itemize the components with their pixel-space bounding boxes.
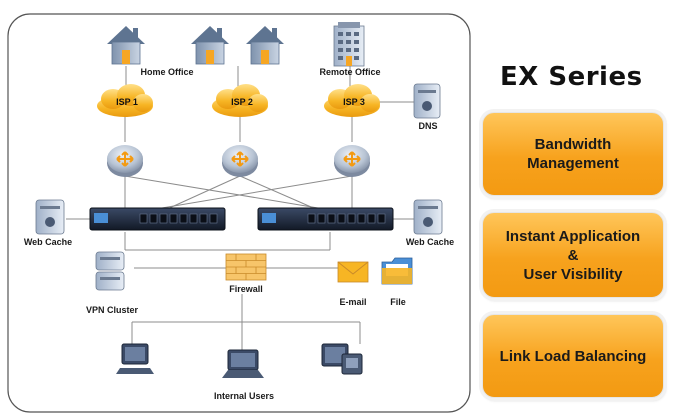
router-icon-3 (334, 145, 370, 177)
internal-users-label: Internal Users (213, 391, 275, 401)
house-icon-3 (246, 26, 284, 65)
file-label: File (390, 297, 406, 307)
dns-server-icon (413, 83, 441, 119)
isp-3-label: ISP 3 (343, 97, 365, 107)
file-folder-icon (381, 257, 413, 285)
isp-1-cloud-icon (97, 84, 153, 117)
web-cache-right-label: Web Cache (405, 237, 455, 247)
house-icon-2 (191, 26, 229, 65)
firewall-label: Firewall (229, 284, 263, 294)
email-envelope-icon (337, 261, 369, 283)
email-label: E-mail (339, 297, 367, 307)
remote-office-building-icon (333, 22, 365, 67)
web-cache-right-server-icon (413, 199, 443, 235)
ex-appliance-icon-right (257, 207, 394, 231)
remote-office-label: Remote Office (319, 67, 381, 77)
vpn-cluster-label: VPN Cluster (85, 305, 139, 315)
ex-appliance-icon-left (89, 207, 226, 231)
web-cache-left-server-icon (35, 199, 65, 235)
firewall-brick-icon (225, 253, 267, 281)
router-icon-2 (222, 145, 258, 177)
connection-lines (66, 66, 414, 350)
workstation-computer-icon (321, 343, 363, 375)
home-office-label: Home Office (140, 67, 194, 77)
product-title: EX Series (500, 62, 643, 92)
isp-2-cloud-icon (212, 84, 268, 117)
isp-2-label: ISP 2 (231, 97, 253, 107)
feature-application-user-visibility: Instant Application & User Visibility (482, 212, 664, 298)
router-icon-1 (107, 145, 143, 177)
feature-link-load-balancing: Link Load Balancing (482, 314, 664, 398)
isp-3-cloud-icon (324, 84, 380, 117)
isp-1-label: ISP 1 (116, 97, 138, 107)
feature-bandwidth-management: Bandwidth Management (482, 112, 664, 196)
web-cache-left-label: Web Cache (23, 237, 73, 247)
home-office-house-icon (107, 26, 145, 65)
desktop-computer-icon (116, 343, 154, 374)
laptop-computer-icon (222, 349, 264, 378)
vpn-cluster-server-icon (95, 251, 125, 291)
dns-label: DNS (418, 121, 438, 131)
